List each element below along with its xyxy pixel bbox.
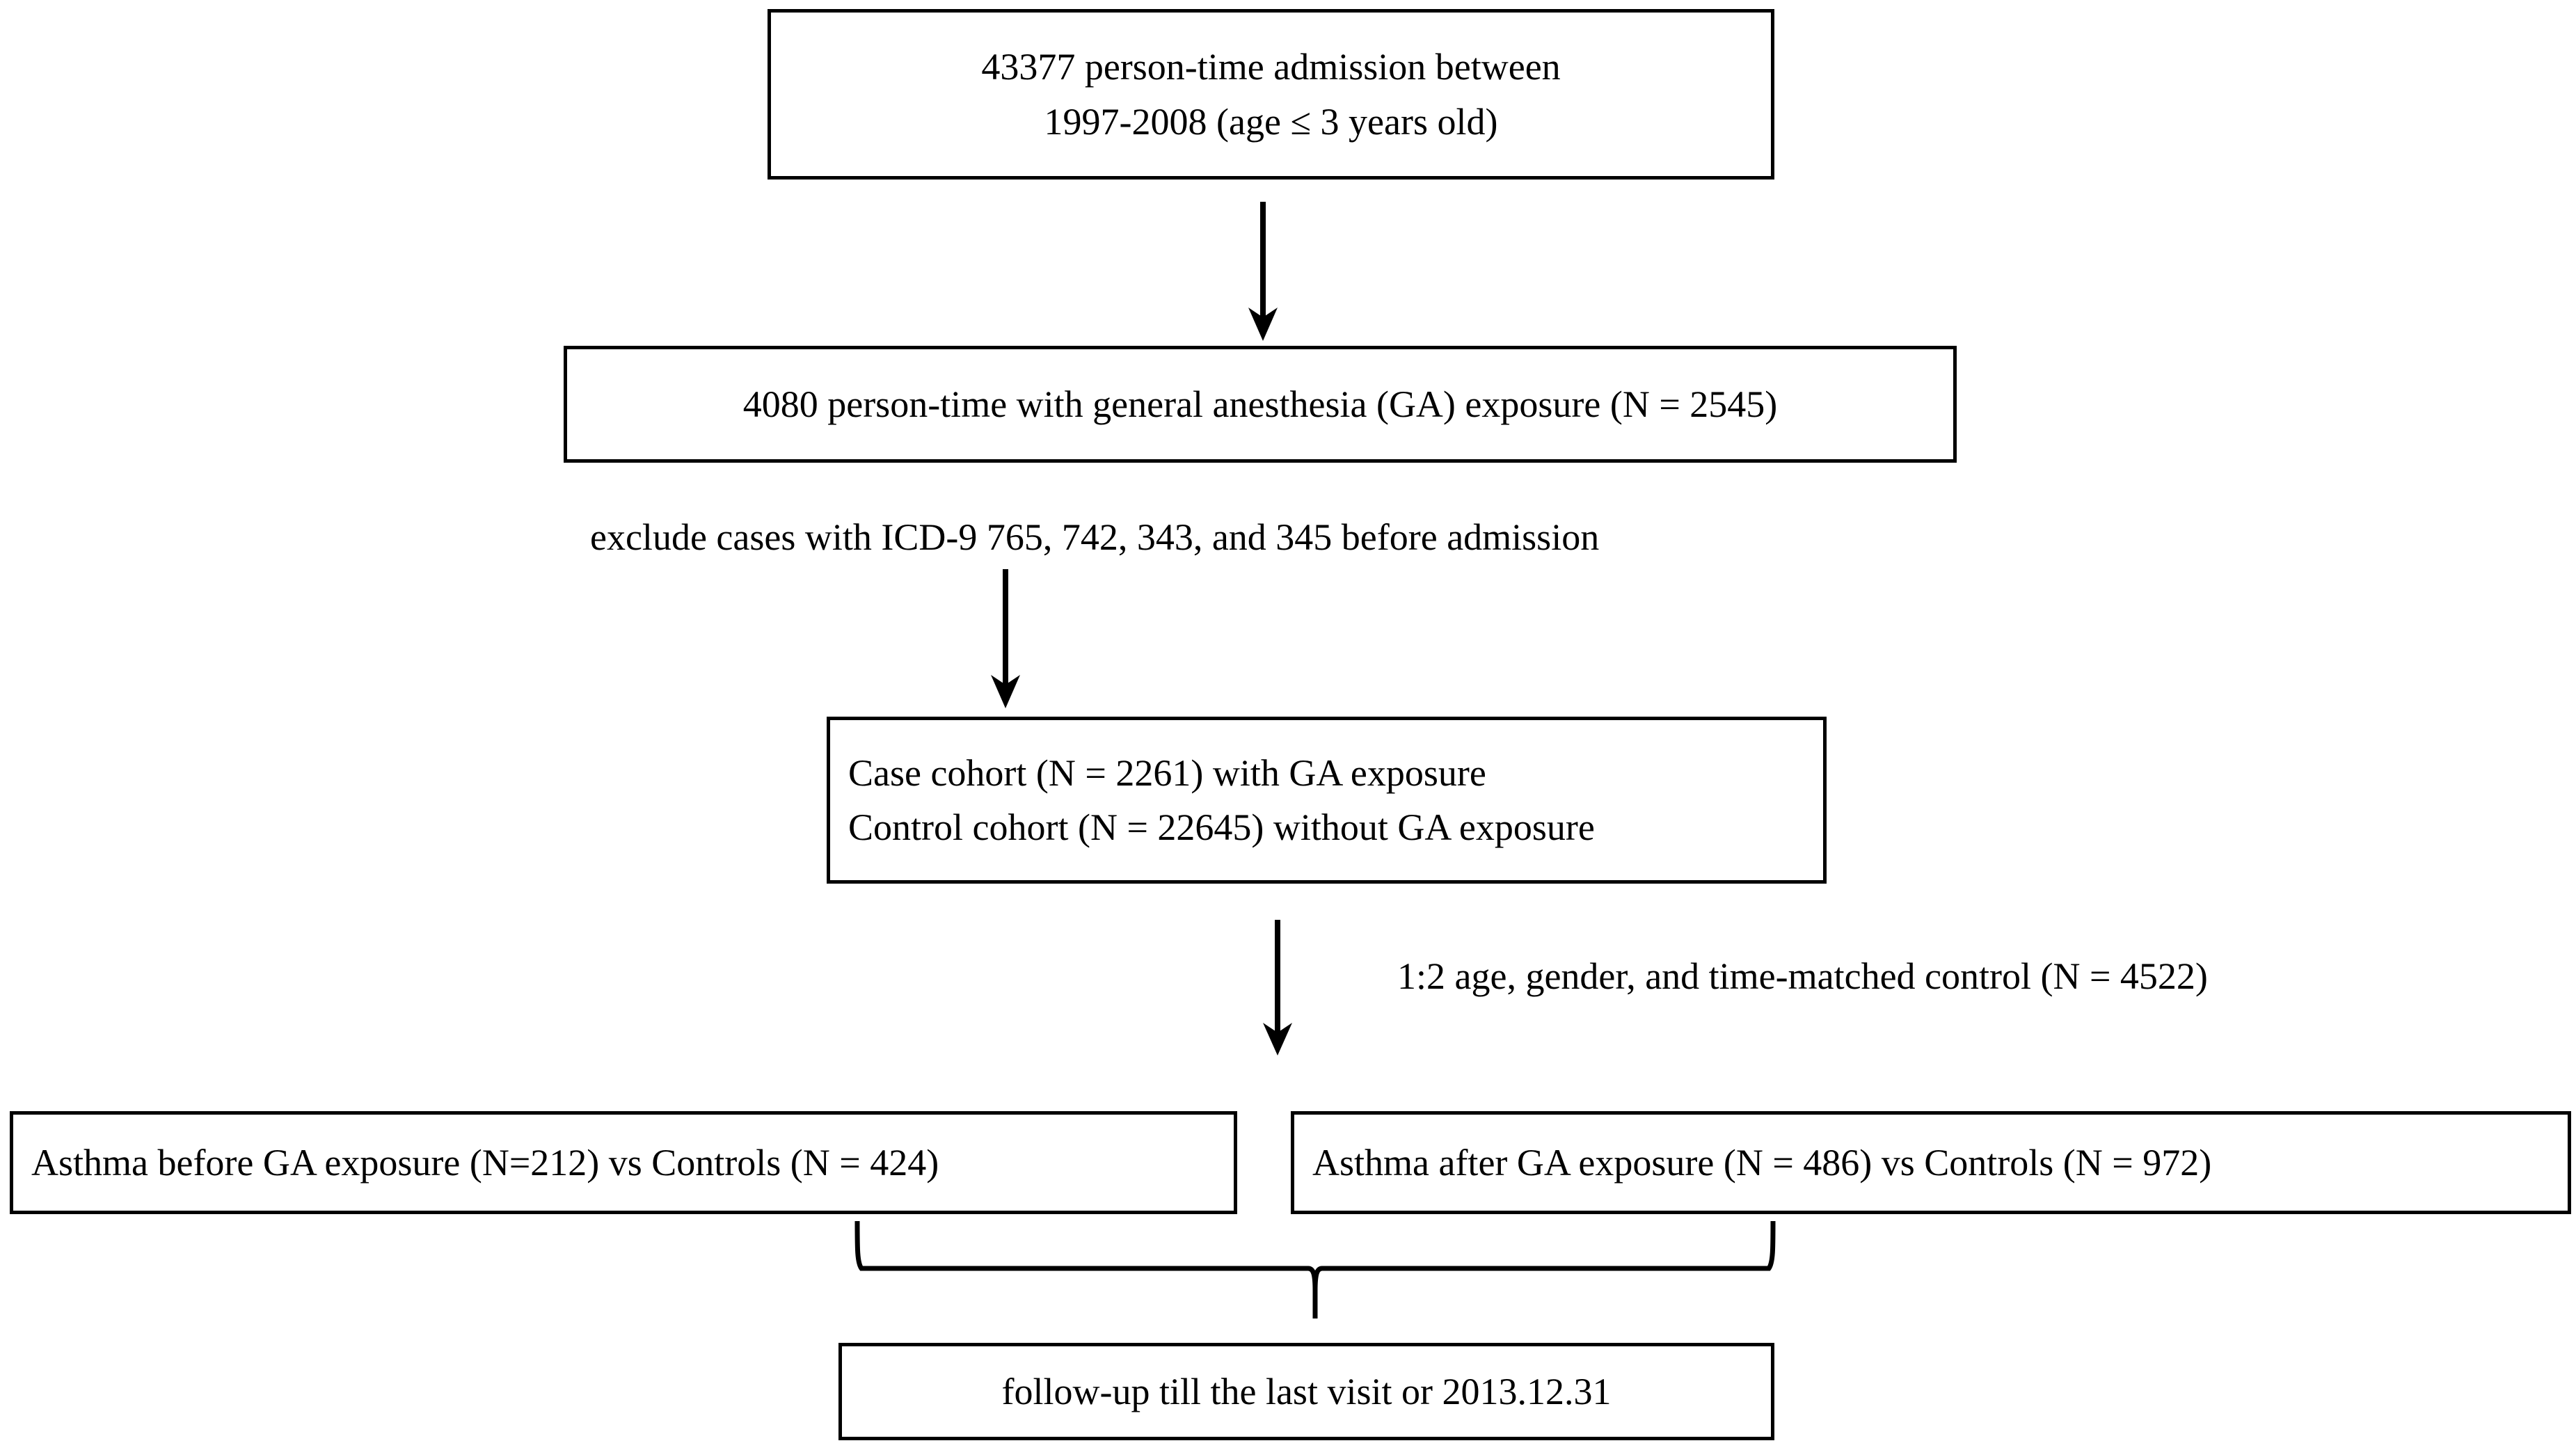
- node-followup: follow-up till the last visit or 2013.12…: [838, 1343, 1774, 1440]
- node-ga-exposure-line1: 4080 person-time with general anesthesia…: [742, 383, 1778, 425]
- node-asthma-before-line1: Asthma before GA exposure (N=212) vs Con…: [31, 1141, 939, 1184]
- node-asthma-after-line1: Asthma after GA exposure (N = 486) vs Co…: [1312, 1141, 2212, 1184]
- node-cohorts-line2: Control cohort (N = 22645) without GA ex…: [848, 806, 1595, 848]
- node-admissions-line2: 1997-2008 (age ≤ 3 years old): [1044, 100, 1498, 143]
- arrow-cohorts-to-asthma: [1253, 920, 1302, 1055]
- node-admissions: 43377 person-time admission between 1997…: [768, 9, 1774, 180]
- node-cohorts-line1: Case cohort (N = 2261) with GA exposure: [848, 751, 1486, 794]
- brace-asthma-to-followup: [849, 1220, 1781, 1346]
- node-cohorts: Case cohort (N = 2261) with GA exposure …: [827, 717, 1827, 884]
- node-admissions-line1: 43377 person-time admission between: [981, 46, 1561, 88]
- annotation-matching: 1:2 age, gender, and time-matched contro…: [1397, 955, 2208, 997]
- arrow-ga-to-cohorts: [981, 569, 1030, 708]
- arrow-admissions-to-ga: [1239, 202, 1287, 341]
- node-ga-exposure: 4080 person-time with general anesthesia…: [564, 346, 1957, 463]
- node-asthma-after: Asthma after GA exposure (N = 486) vs Co…: [1291, 1111, 2571, 1214]
- annotation-exclusion: exclude cases with ICD-9 765, 742, 343, …: [590, 516, 1600, 558]
- node-followup-line1: follow-up till the last visit or 2013.12…: [1001, 1370, 1612, 1412]
- node-asthma-before: Asthma before GA exposure (N=212) vs Con…: [10, 1111, 1237, 1214]
